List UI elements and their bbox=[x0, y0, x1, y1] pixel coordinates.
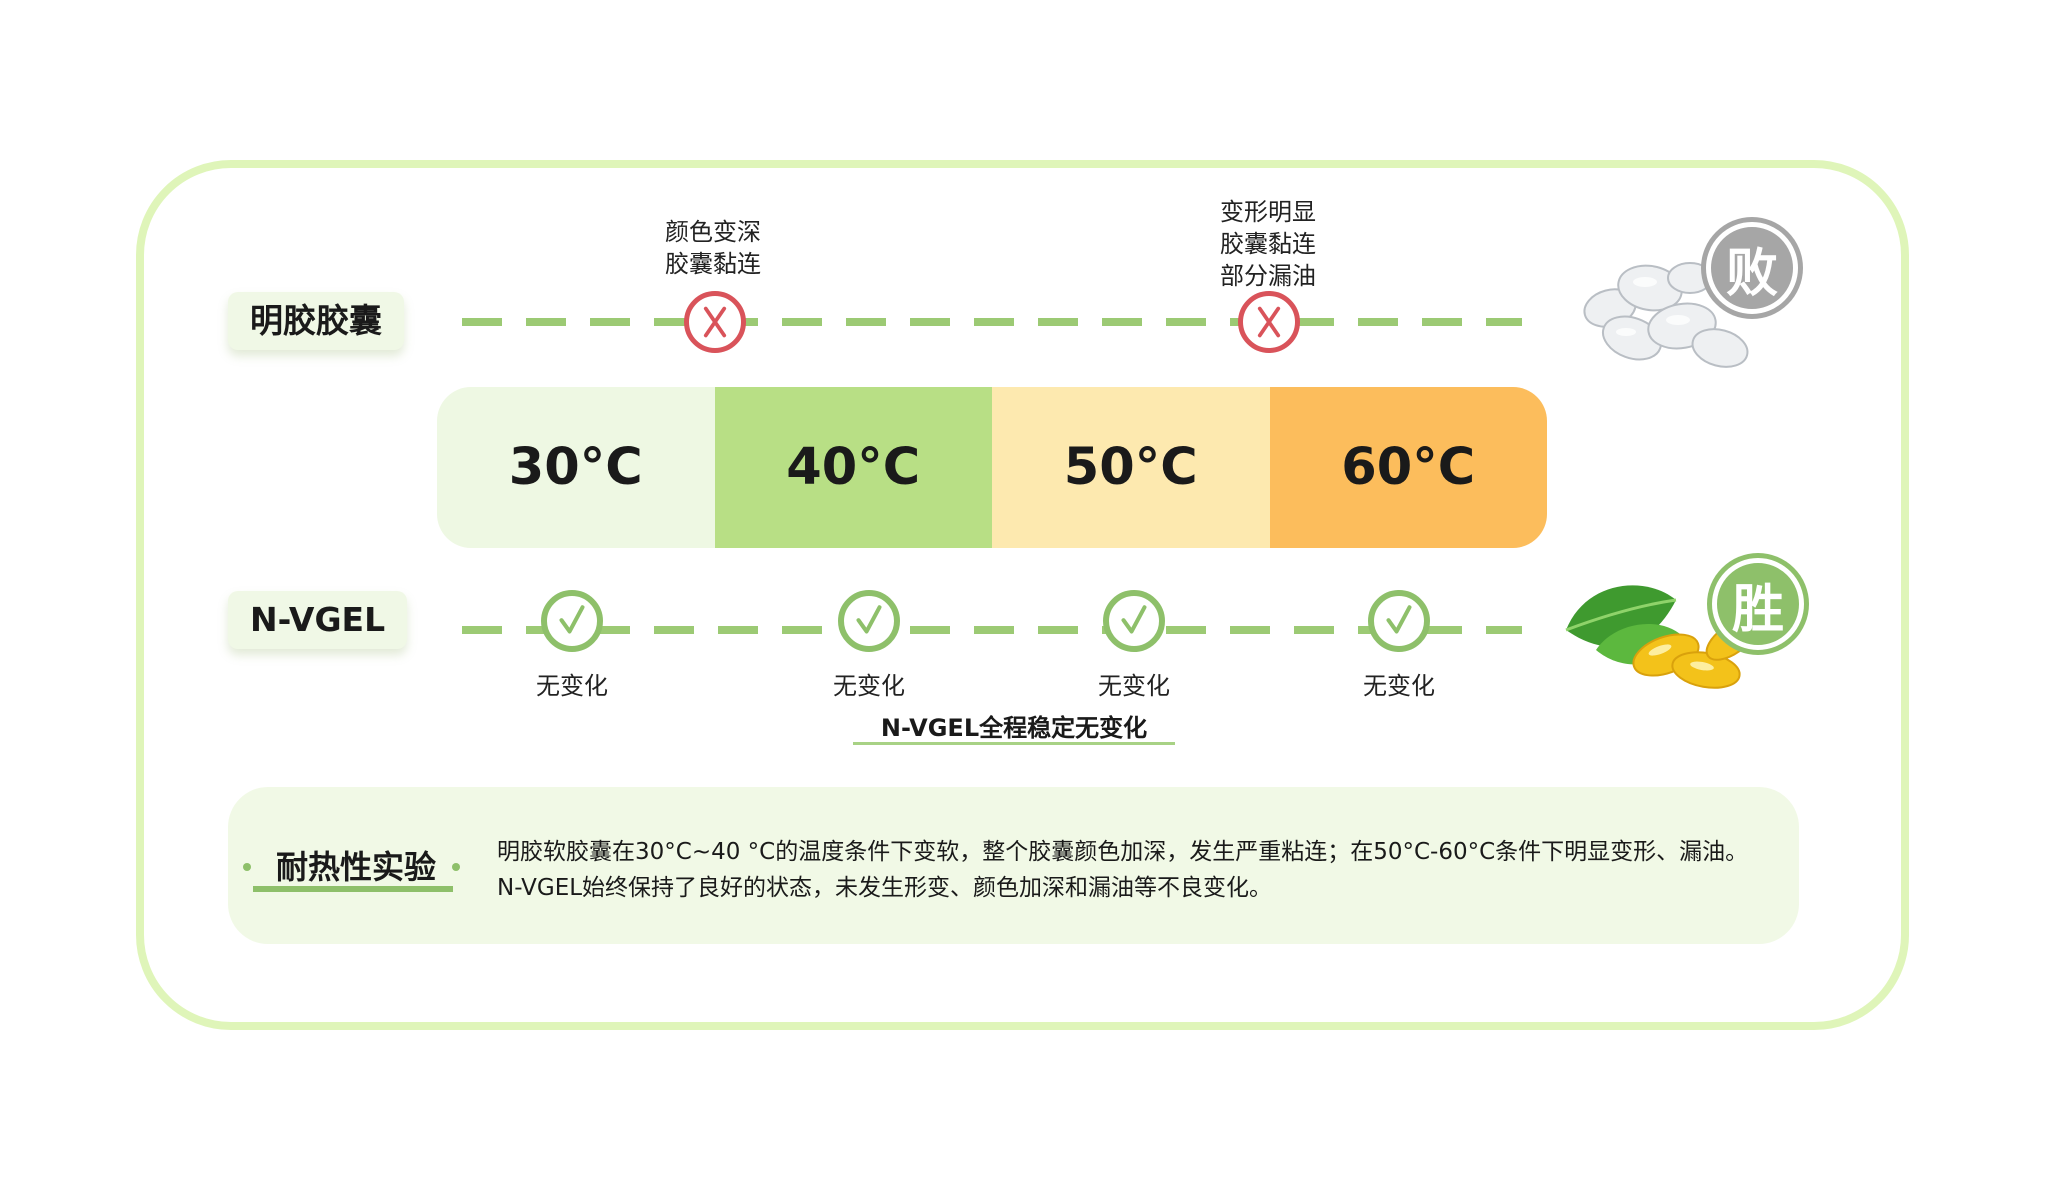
pass-label: 无变化 bbox=[1098, 672, 1170, 700]
gelatin-capsules-illustration bbox=[1583, 262, 1749, 368]
temp-cell-30: 30°C bbox=[437, 387, 715, 548]
pass-label: 无变化 bbox=[1363, 672, 1435, 700]
temp-cell-50: 50°C bbox=[992, 387, 1270, 548]
nvgel-row-label: N-VGEL bbox=[228, 591, 408, 649]
nvgel-dash-line bbox=[462, 626, 1522, 634]
info-description: 明胶软胶囊在30°C~40 °C的温度条件下变软，整个胶囊颜色加深，发生严重粘连… bbox=[497, 834, 1748, 906]
info-line: N-VGEL始终保持了良好的状态，未发生形变、颜色加深和漏油等不良变化。 bbox=[497, 875, 1273, 901]
temp-cell-60: 60°C bbox=[1269, 387, 1547, 548]
gelatin-note-60: 变形明显 胶囊黏连 部分漏油 bbox=[1220, 198, 1316, 290]
check-icon bbox=[541, 590, 603, 652]
info-box bbox=[228, 787, 1799, 944]
info-title-underline bbox=[253, 886, 453, 892]
pass-label: 无变化 bbox=[833, 672, 905, 700]
lose-badge: 败 bbox=[1706, 222, 1798, 314]
temp-cell-40: 40°C bbox=[714, 387, 992, 548]
gelatin-row-label: 明胶胶囊 bbox=[228, 292, 404, 350]
gelatin-note-40: 颜色变深 胶囊黏连 bbox=[665, 218, 761, 278]
fail-x-icon bbox=[1238, 291, 1300, 353]
check-icon bbox=[1103, 590, 1165, 652]
info-title: 耐热性实验 bbox=[275, 848, 436, 886]
gelatin-dash-line bbox=[462, 318, 1522, 326]
summary-underline bbox=[853, 742, 1175, 745]
fail-x-icon bbox=[684, 291, 746, 353]
check-icon bbox=[1368, 590, 1430, 652]
win-badge: 胜 bbox=[1712, 558, 1804, 650]
temperature-bar: 30°C 40°C 50°C 60°C bbox=[437, 387, 1547, 548]
pass-label: 无变化 bbox=[536, 672, 608, 700]
info-title-dot-right bbox=[452, 863, 460, 871]
nvgel-summary: N-VGEL全程稳定无变化 bbox=[880, 714, 1148, 742]
check-icon bbox=[838, 590, 900, 652]
info-line: 明胶软胶囊在30°C~40 °C的温度条件下变软，整个胶囊颜色加深，发生严重粘连… bbox=[497, 839, 1749, 865]
info-title-dot-left bbox=[243, 863, 251, 871]
